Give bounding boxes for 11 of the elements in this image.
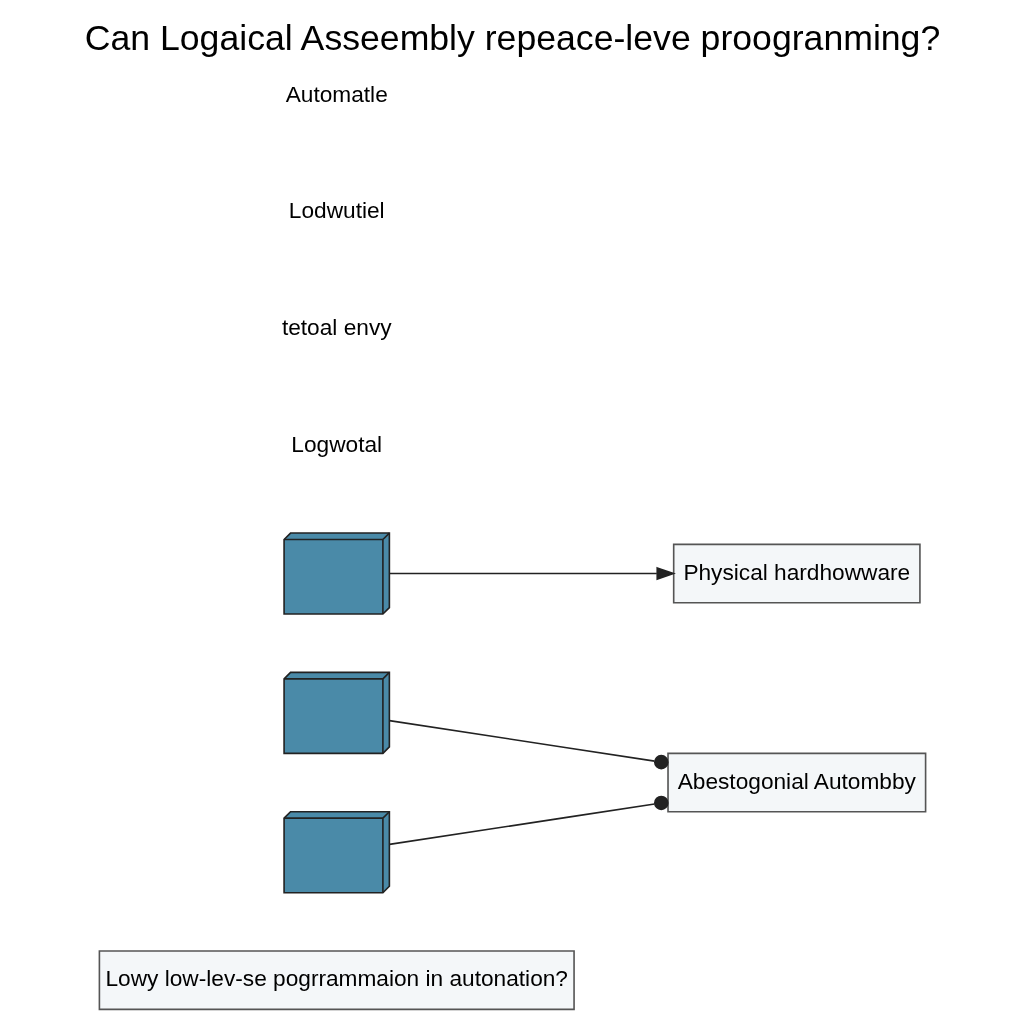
label: Automatle xyxy=(285,80,388,107)
arrow xyxy=(388,566,676,581)
label: Lodwutiel xyxy=(288,197,385,224)
connector xyxy=(388,795,669,846)
label: Logwotal xyxy=(290,430,382,457)
node-box: Lowy low-lev-se pogrrammaion in autonation? xyxy=(98,950,575,1011)
node-box: Physical hardhowware xyxy=(672,543,921,604)
diagram-title: Can Logaical Asseembly repeace-leve proogranming? xyxy=(84,17,940,58)
node-box: Abestogonial Autombby xyxy=(666,752,926,813)
label: tetoal envy xyxy=(281,313,392,340)
connector xyxy=(388,719,669,770)
